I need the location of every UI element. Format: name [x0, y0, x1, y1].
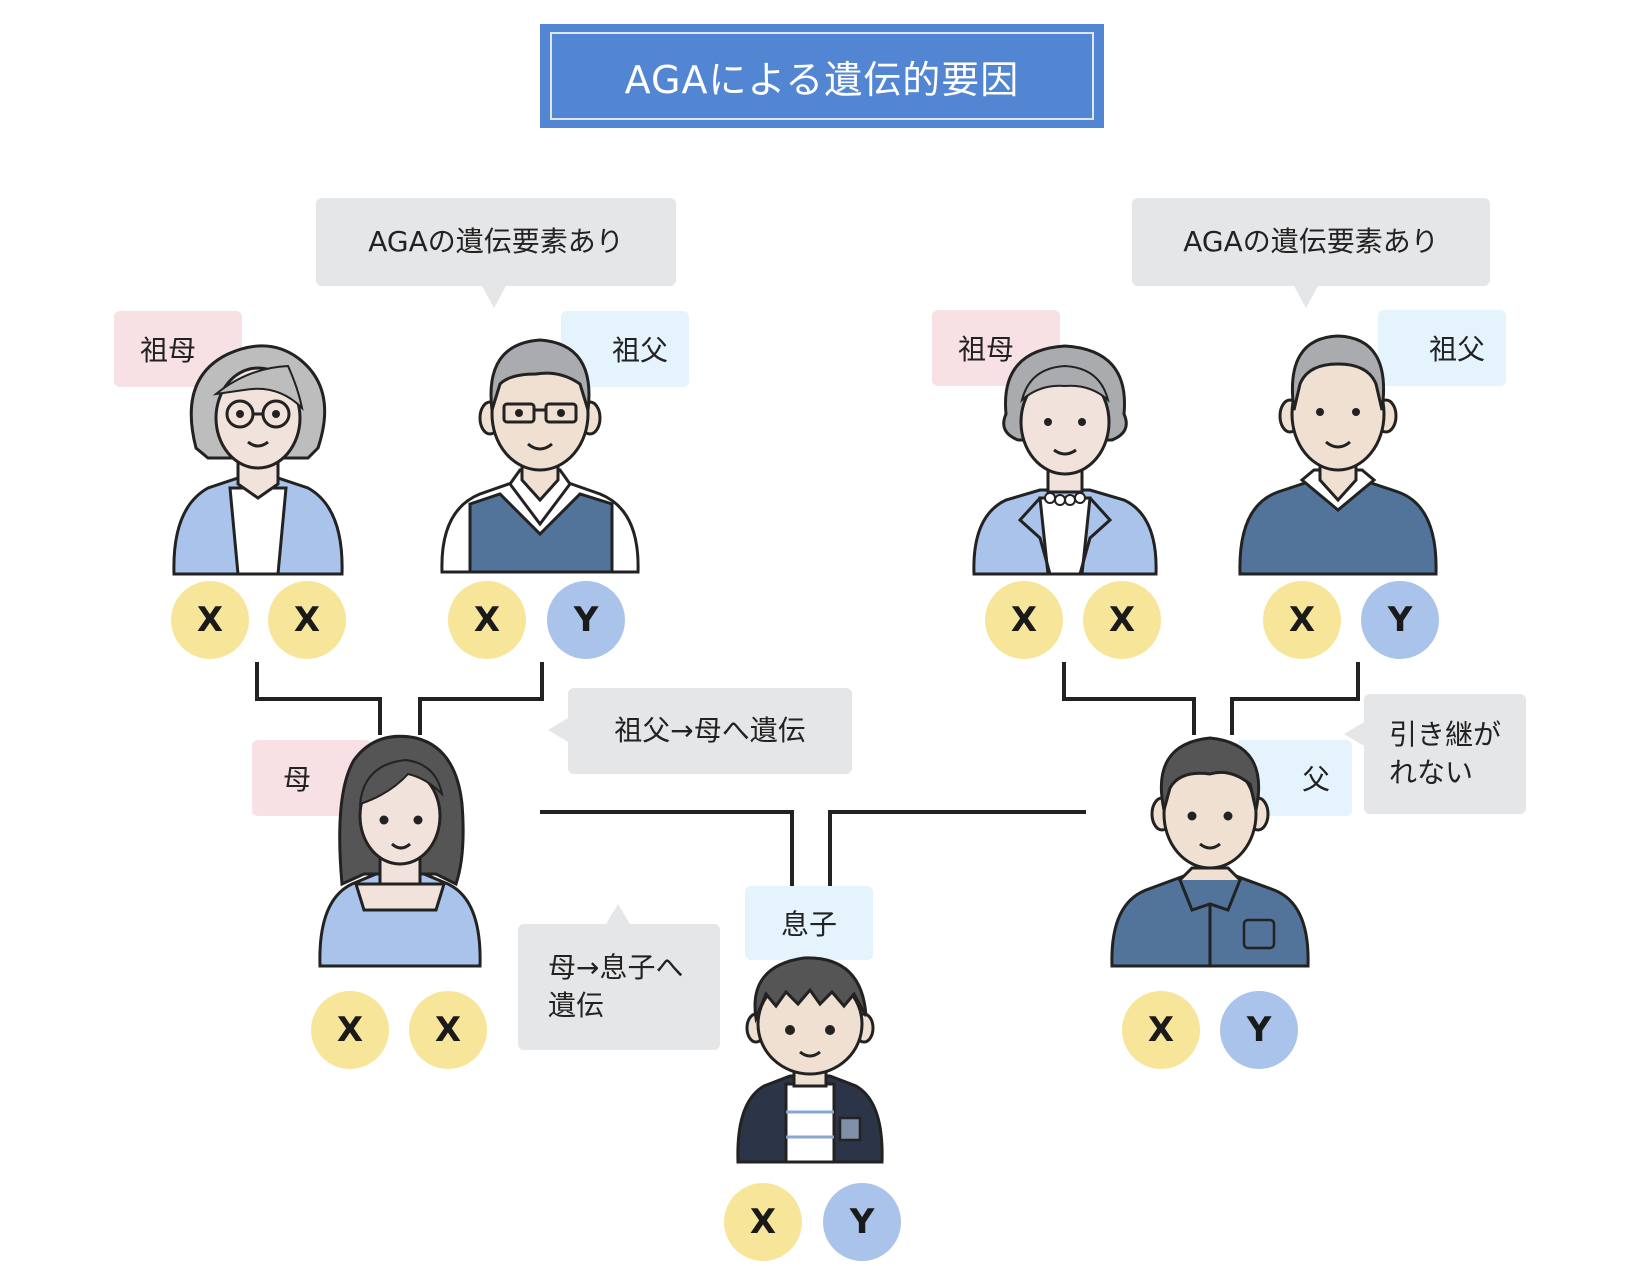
chromosome-x: X	[311, 991, 389, 1069]
label-text: 祖母	[957, 333, 1014, 366]
title-banner: AGAによる遺伝的要因	[540, 24, 1104, 128]
connector-line	[1356, 662, 1360, 700]
callout-grandfather-to-mother: 祖父→母へ遺伝	[548, 688, 852, 774]
son-illustration	[736, 956, 884, 1164]
chromosome-label: X	[196, 600, 224, 640]
title-frame: AGAによる遺伝的要因	[550, 32, 1094, 120]
callout-text: AGAの遺伝要素あり	[368, 225, 624, 259]
connector-line	[790, 810, 794, 886]
callout-text: 祖父→母へ遺伝	[614, 714, 806, 748]
label-maternal-grandmother: 祖母	[114, 311, 242, 387]
chromosome-label: X	[1010, 600, 1038, 640]
connector-line	[1192, 697, 1196, 735]
connector-line	[1230, 697, 1234, 735]
label-son: 息子	[745, 886, 873, 960]
chromosome-x: X	[1263, 581, 1341, 659]
callout-tail	[482, 286, 506, 308]
chromosome-label: X	[1147, 1010, 1175, 1050]
chromosome-x: X	[1122, 991, 1200, 1069]
connector-line	[828, 810, 1086, 814]
chromosome-label: Y	[573, 600, 599, 640]
label-text: 祖父	[1428, 333, 1485, 366]
page-title: AGAによる遺伝的要因	[624, 57, 1020, 102]
connector-line	[255, 697, 382, 701]
callout-paternal-grandparents: AGAの遺伝要素あり	[1132, 198, 1490, 308]
chromosome-label: X	[1108, 600, 1136, 640]
connector-line	[255, 662, 259, 700]
connector-line	[1230, 697, 1360, 701]
connector-line	[1062, 662, 1066, 700]
label-text: 息子	[780, 908, 837, 941]
maternal-grandmother-illustration	[172, 344, 344, 576]
chromosome-label: Y	[1387, 600, 1413, 640]
callout-text: 引き継が れない	[1388, 718, 1501, 789]
chromosome-label: X	[473, 600, 501, 640]
chromosome-y: Y	[1220, 991, 1298, 1069]
chromosome-x: X	[724, 1183, 802, 1261]
callout-mother-to-son: 母→息子へ 遺伝	[518, 904, 720, 1050]
label-paternal-grandfather: 祖父	[1378, 310, 1506, 386]
label-text: 母	[282, 763, 311, 796]
chromosome-x: X	[448, 581, 526, 659]
connector-line	[540, 662, 544, 700]
callout-not-inherited: 引き継が れない	[1344, 694, 1526, 814]
label-text: 祖母	[139, 334, 196, 367]
maternal-grandfather-illustration	[440, 338, 640, 574]
callout-tail	[548, 718, 568, 742]
label-text: 祖父	[611, 334, 668, 367]
chromosome-label: X	[336, 1010, 364, 1050]
chromosome-x: X	[409, 991, 487, 1069]
mother-illustration	[318, 734, 482, 968]
connector-line	[1062, 697, 1196, 701]
chromosome-label: X	[749, 1202, 777, 1242]
callout-maternal-grandparents: AGAの遺伝要素あり	[316, 198, 676, 308]
paternal-grandmother-illustration	[972, 344, 1158, 576]
chromosome-y: Y	[547, 581, 625, 659]
connector-line	[418, 697, 422, 735]
connector-line	[540, 810, 794, 814]
chromosome-label: X	[293, 600, 321, 640]
chromosome-x: X	[1083, 581, 1161, 659]
callout-text: AGAの遺伝要素あり	[1183, 225, 1439, 259]
connector-line	[378, 697, 382, 735]
connector-line	[418, 697, 544, 701]
callout-text: 母→息子へ 遺伝	[548, 951, 684, 1022]
chromosome-label: X	[434, 1010, 462, 1050]
chromosome-label: Y	[1246, 1010, 1272, 1050]
chromosome-label: Y	[849, 1202, 875, 1242]
father-illustration	[1110, 736, 1310, 968]
connector-line	[828, 810, 832, 886]
chromosome-x: X	[171, 581, 249, 659]
paternal-grandfather-illustration	[1238, 334, 1438, 576]
label-text: 父	[1301, 763, 1330, 796]
chromosome-x: X	[985, 581, 1063, 659]
chromosome-y: Y	[823, 1183, 901, 1261]
callout-tail	[606, 904, 630, 924]
chromosome-x: X	[268, 581, 346, 659]
chromosome-y: Y	[1361, 581, 1439, 659]
callout-tail	[1294, 286, 1318, 308]
chromosome-label: X	[1288, 600, 1316, 640]
